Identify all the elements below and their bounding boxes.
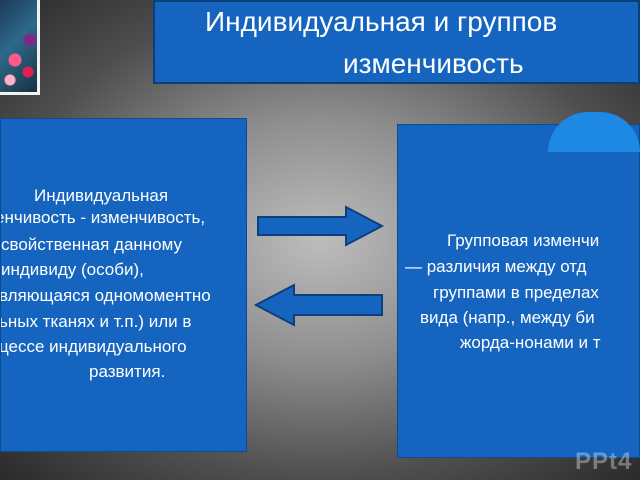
group-variability-box: Групповая изменчи — различия между отд г… (397, 124, 640, 458)
left-text-line: вляющаяся одномоментно (0, 286, 211, 305)
left-text-line: Индивидуальная (33, 186, 169, 205)
individual-variability-box: Индивидуальная енчивость - изменчивость,… (0, 118, 247, 452)
left-text-line: индивиду (особи), (1, 260, 144, 279)
title-box: Индивидуальная и группов изменчивость (153, 0, 640, 84)
decorative-circle (548, 112, 640, 152)
corner-image (0, 0, 40, 95)
right-text-line: вида (напр., между би (420, 308, 595, 327)
left-text-line: развития. (89, 362, 166, 381)
right-text-line: жорда-нонами и т (460, 333, 601, 352)
arrow-left-icon (253, 283, 383, 327)
right-text-line: группами в пределах (433, 283, 599, 302)
left-text-line: енчивость - изменчивость, (0, 208, 206, 227)
arrow-right-icon (257, 205, 385, 247)
watermark: PPt4 (575, 448, 633, 475)
left-text-line: цессе индивидуального (0, 337, 187, 356)
right-text-line: — различия между отд (405, 257, 587, 276)
title-line-2: изменчивость (343, 48, 524, 79)
left-text-line: ьных тканях и т.п.) или в (0, 312, 192, 331)
left-text-line: свойственная данному (1, 235, 183, 254)
right-text-line: Групповая изменчи (447, 231, 600, 250)
title-line-1: Индивидуальная и группов (205, 6, 558, 37)
